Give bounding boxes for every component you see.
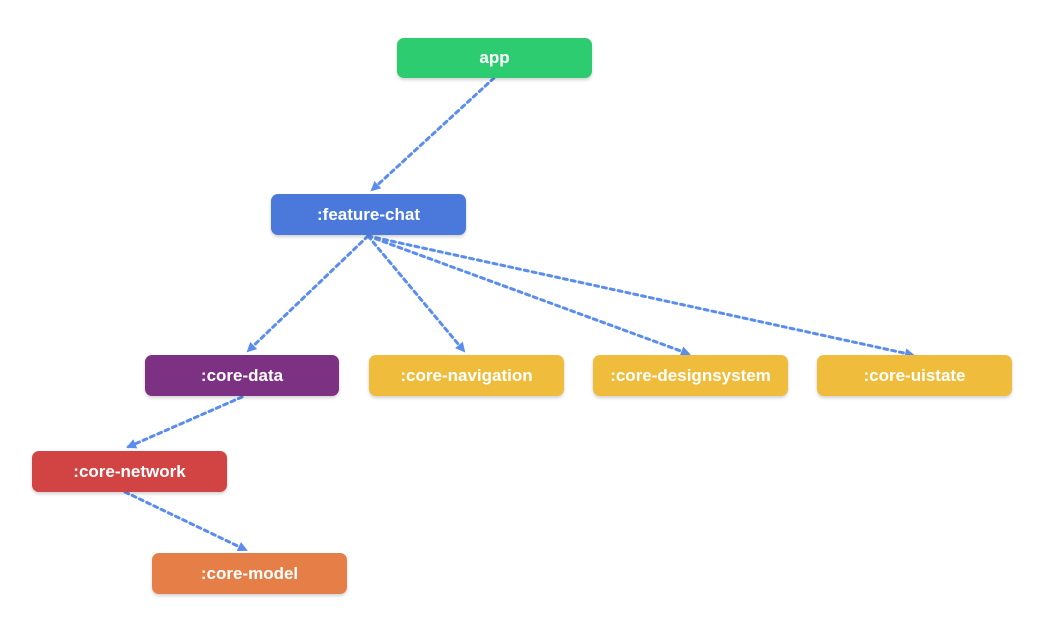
edge-core-data-to-core-network [126, 395, 244, 449]
edge-feature-chat-to-core-uistate [366, 234, 915, 359]
module-node-core-model[interactable]: :core-model [152, 553, 347, 594]
edge-core-network-to-core-model [123, 490, 248, 552]
module-label-core-network: :core-network [73, 461, 186, 481]
module-label-core-designsystem: :core-designsystem [610, 365, 771, 385]
module-label-app: app [479, 48, 510, 67]
module-label-core-data: :core-data [200, 365, 284, 385]
module-node-core-navigation[interactable]: :core-navigation [369, 355, 564, 396]
module-label-core-model: :core-model [200, 563, 299, 583]
edge-app-to-feature-chat [370, 76, 496, 192]
module-node-core-data[interactable]: :core-data [145, 355, 339, 396]
edge-feature-chat-to-core-navigation [366, 234, 466, 353]
module-label-core-navigation: :core-navigation [400, 365, 533, 385]
edge-feature-chat-to-core-designsystem [366, 234, 691, 356]
module-node-app[interactable]: app [397, 38, 592, 78]
module-node-core-designsystem[interactable]: :core-designsystem [593, 355, 788, 396]
module-node-core-uistate[interactable]: :core-uistate [817, 355, 1012, 396]
module-node-feature-chat[interactable]: :feature-chat [271, 194, 466, 235]
module-node-core-network[interactable]: :core-network [32, 451, 227, 492]
module-label-feature-chat: :feature-chat [317, 204, 420, 224]
edge-feature-chat-to-core-data [246, 234, 370, 353]
module-label-core-uistate: :core-uistate [863, 365, 966, 385]
